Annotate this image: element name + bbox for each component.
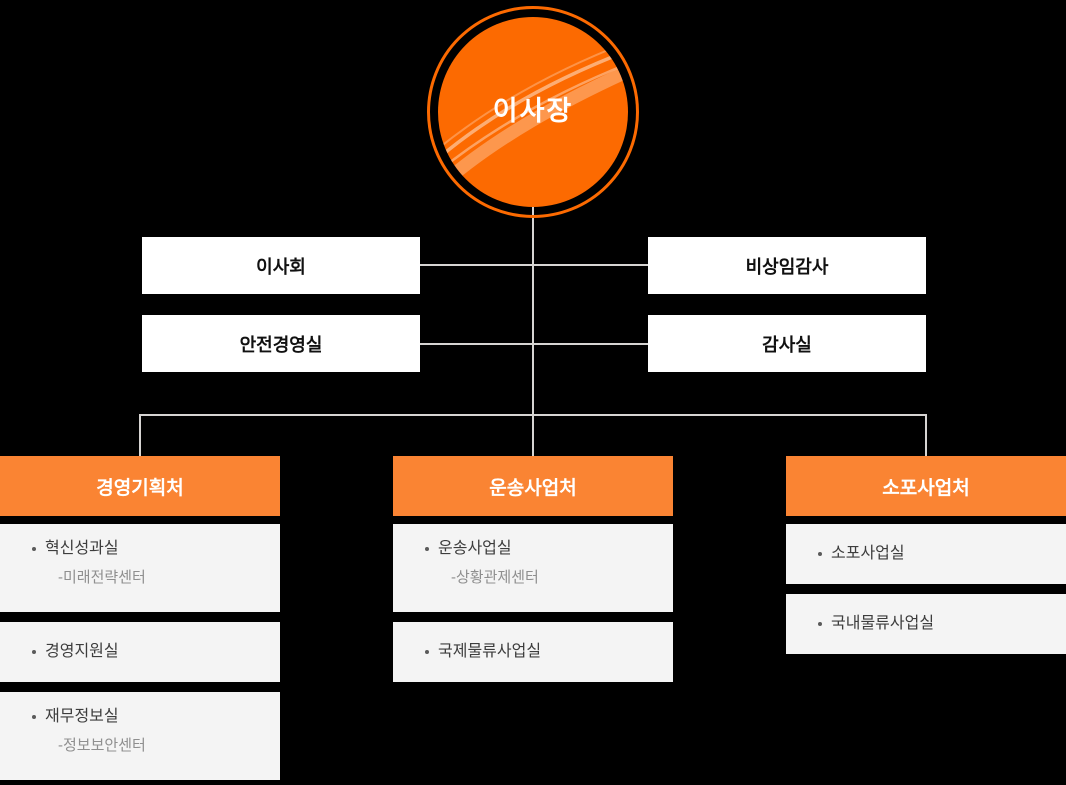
staff-box-label: 이사회 bbox=[256, 256, 306, 277]
dept-main-row: 소포사업실 bbox=[786, 546, 905, 562]
division-management-planning: 경영기획처 혁신성과실 -미래전략센터 경영지원실 재무정보실 -정보보안센터 bbox=[0, 456, 280, 780]
dept-label: 국제물류사업실 bbox=[438, 643, 542, 660]
division-title: 운송사업처 bbox=[489, 477, 577, 499]
connector-drop-right bbox=[925, 414, 927, 456]
connector-branch-horizontal bbox=[139, 414, 927, 416]
staff-box-board: 이사회 bbox=[142, 237, 420, 294]
dept-label: 경영지원실 bbox=[45, 643, 119, 660]
bullet-dot bbox=[818, 552, 822, 556]
dept-box: 국제물류사업실 bbox=[393, 622, 673, 682]
dept-box: 국내물류사업실 bbox=[786, 594, 1066, 654]
chairman-node: 이사장 bbox=[427, 6, 639, 218]
connector-staff-row-2 bbox=[419, 343, 649, 345]
dept-box: 혁신성과실 -미래전략센터 bbox=[0, 524, 280, 612]
dept-box: 경영지원실 bbox=[0, 622, 280, 682]
dept-label: 국내물류사업실 bbox=[831, 615, 935, 632]
dept-sub-label: -정보보안센터 bbox=[58, 737, 146, 754]
chairman-label: 이사장 bbox=[492, 95, 574, 126]
chairman-circle: 이사장 bbox=[438, 17, 628, 207]
dept-box: 재무정보실 -정보보안센터 bbox=[0, 692, 280, 780]
connector-vertical-center bbox=[532, 204, 534, 456]
division-title: 경영기획처 bbox=[96, 477, 184, 499]
dept-main-row: 경영지원실 bbox=[0, 644, 119, 660]
connector-drop-left bbox=[139, 414, 141, 456]
bullet-dot bbox=[32, 650, 36, 654]
bullet-dot bbox=[425, 547, 429, 551]
division-parcel-business: 소포사업처 소포사업실 국내물류사업실 bbox=[786, 456, 1066, 654]
division-transport-business: 운송사업처 운송사업실 -상황관제센터 국제물류사업실 bbox=[393, 456, 673, 682]
bullet-dot bbox=[425, 650, 429, 654]
staff-box-audit-office: 감사실 bbox=[648, 315, 926, 372]
swoosh-graphic bbox=[438, 41, 628, 197]
division-header: 소포사업처 bbox=[786, 456, 1066, 516]
dept-sub-label: -상황관제센터 bbox=[451, 569, 539, 586]
bullet-dot bbox=[32, 715, 36, 719]
staff-box-label: 비상임감사 bbox=[745, 256, 829, 277]
dept-box: 소포사업실 bbox=[786, 524, 1066, 584]
dept-label: 운송사업실 bbox=[438, 540, 512, 557]
dept-main-row: 혁신성과실 bbox=[0, 541, 280, 557]
dept-sub-label: -미래전략센터 bbox=[58, 569, 146, 586]
dept-main-row: 국내물류사업실 bbox=[786, 616, 934, 632]
division-header: 경영기획처 bbox=[0, 456, 280, 516]
dept-main-row: 재무정보실 bbox=[0, 709, 280, 725]
dept-label: 혁신성과실 bbox=[45, 540, 119, 557]
dept-label: 재무정보실 bbox=[45, 708, 119, 725]
staff-box-safety-management: 안전경영실 bbox=[142, 315, 420, 372]
staff-box-label: 안전경영실 bbox=[239, 334, 323, 355]
bullet-dot bbox=[32, 547, 36, 551]
staff-box-non-executive-auditor: 비상임감사 bbox=[648, 237, 926, 294]
division-header: 운송사업처 bbox=[393, 456, 673, 516]
dept-main-row: 운송사업실 bbox=[393, 541, 673, 557]
staff-box-label: 감사실 bbox=[762, 334, 812, 355]
dept-label: 소포사업실 bbox=[831, 545, 905, 562]
division-title: 소포사업처 bbox=[882, 477, 970, 499]
dept-main-row: 국제물류사업실 bbox=[393, 644, 541, 660]
dept-box: 운송사업실 -상황관제센터 bbox=[393, 524, 673, 612]
bullet-dot bbox=[818, 622, 822, 626]
connector-staff-row-1 bbox=[419, 264, 649, 266]
